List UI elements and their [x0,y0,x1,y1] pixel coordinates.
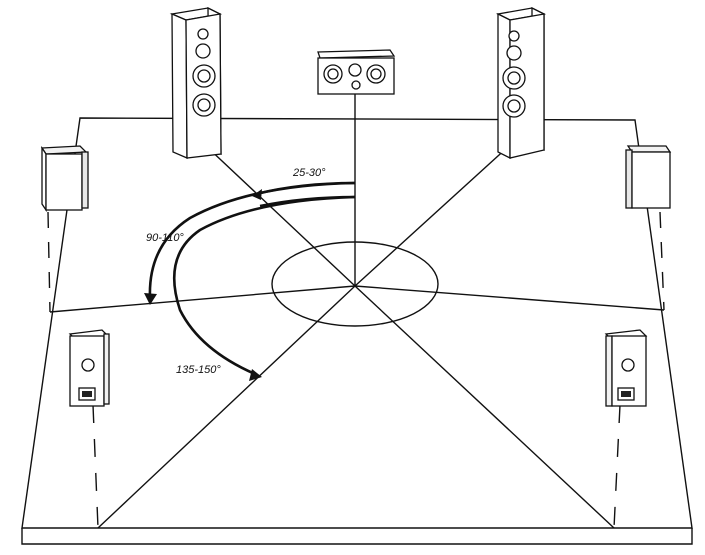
radial-lines [49,92,665,529]
speaker-side-right [625,145,672,209]
arc-side [148,181,356,299]
label-front-angle: 25-30° [292,167,326,179]
angle-arcs [144,181,356,381]
radial-line-front-left [204,144,356,287]
speaker-side-left [40,145,89,213]
speaker-center [317,49,396,95]
listening-area-ellipse [271,241,439,327]
radial-line-left [49,285,356,313]
speaker-rear-right [604,329,648,407]
speaker-front-right [495,6,547,160]
arc-side-arrow [144,293,157,305]
radial-line-front-right [354,144,511,287]
dashed-drops [47,211,665,529]
floor-plane [21,117,693,545]
radial-line-right [354,285,665,311]
label-rear-angle: 135-150° [176,364,221,376]
label-side-angle: 90-110° [146,232,184,244]
radial-line-rear-left [97,285,356,529]
speaker-rear-left [68,329,110,407]
arc-rear-arrow [249,369,262,381]
radial-line-rear-right [354,285,615,529]
speaker-front-left [169,6,223,159]
arc-rear [172,195,356,376]
